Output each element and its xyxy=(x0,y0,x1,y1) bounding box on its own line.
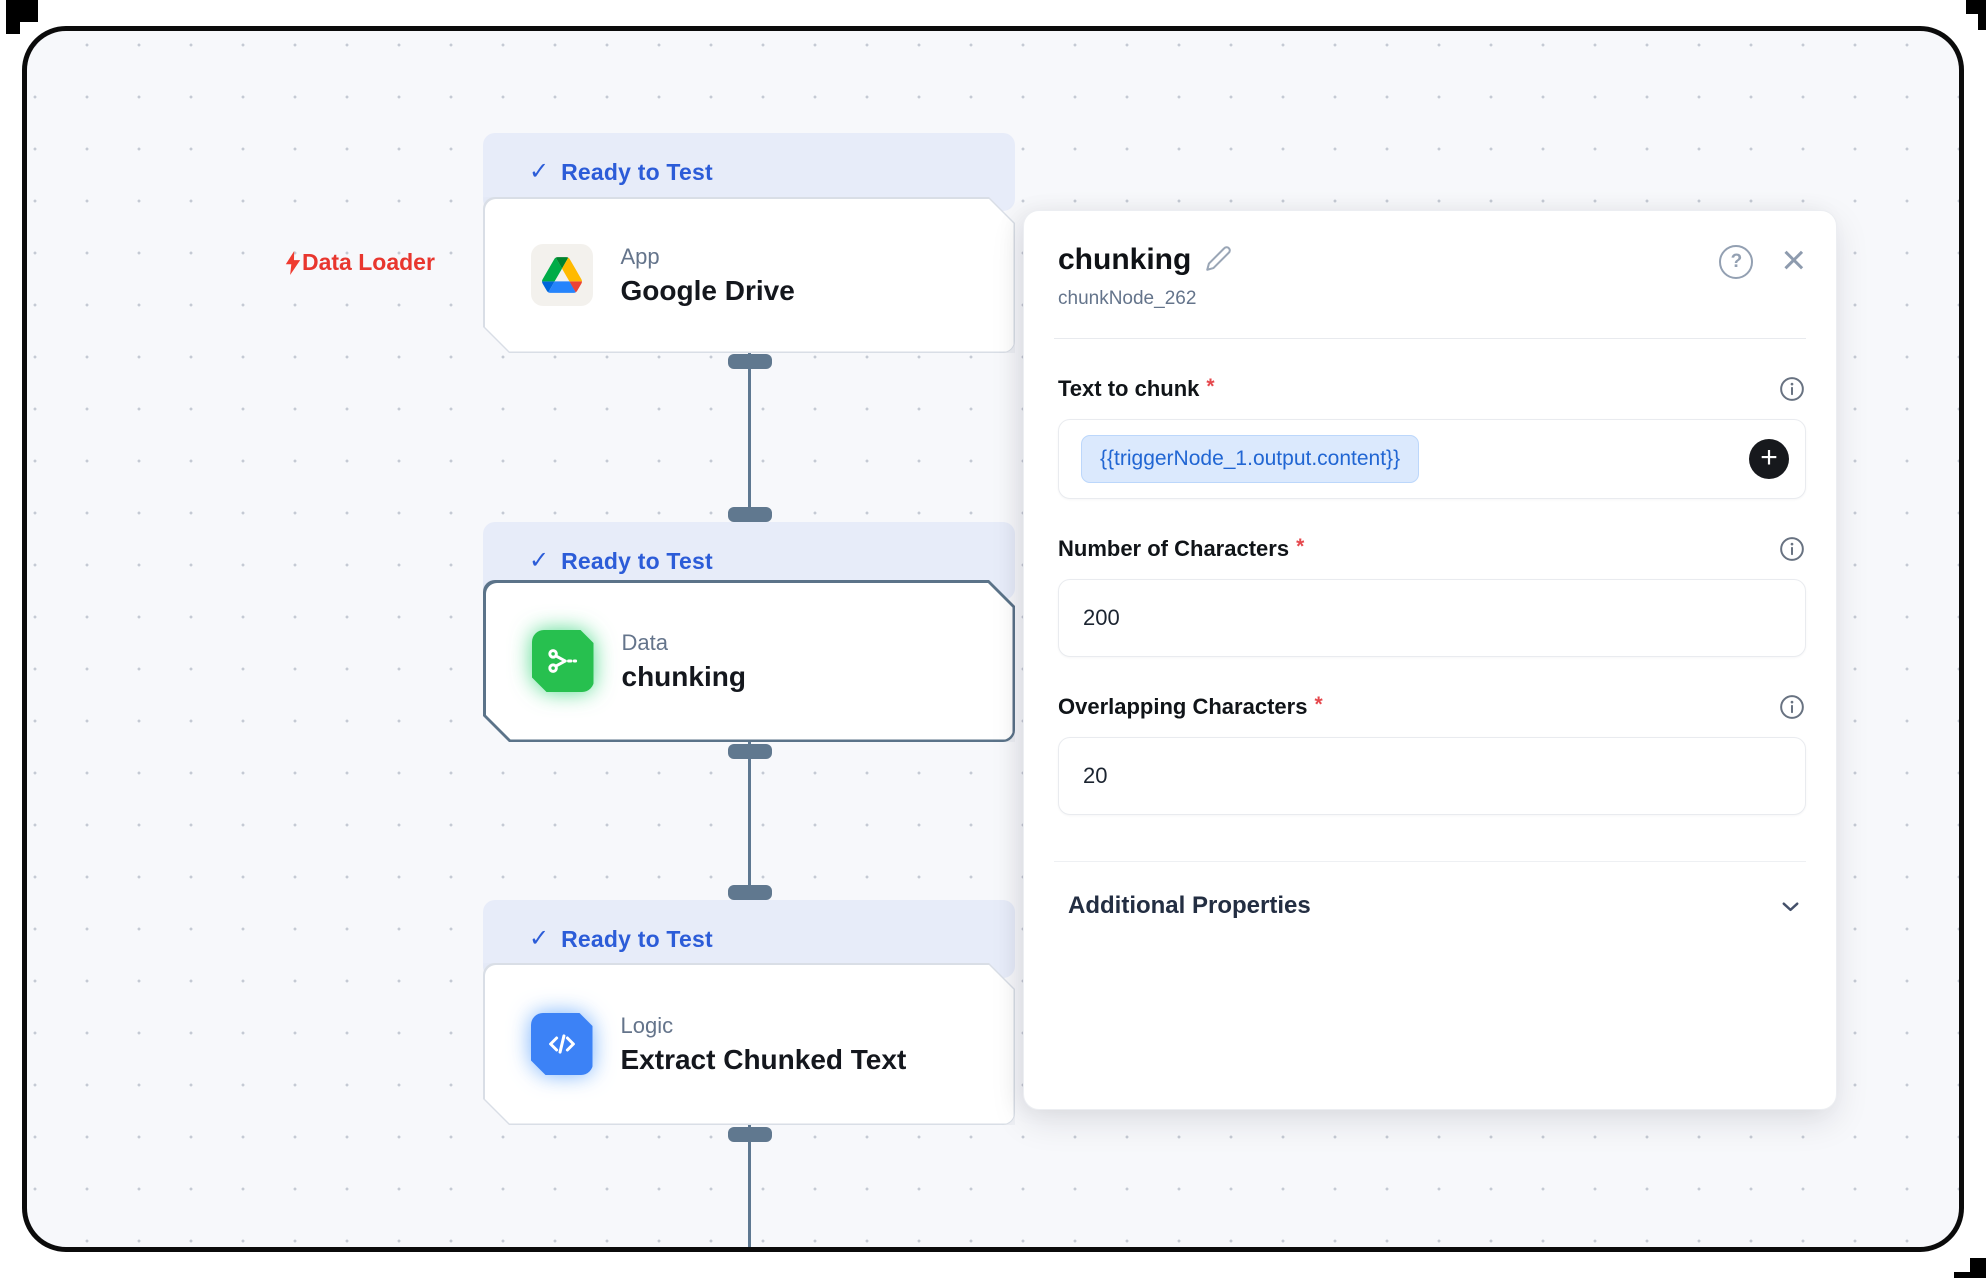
node-card-extract-chunked-text[interactable]: Logic Extract Chunked Text xyxy=(483,963,1015,1125)
node-title: Google Drive xyxy=(620,274,795,306)
connector-target-handle[interactable] xyxy=(728,885,772,900)
panel-title: chunking xyxy=(1058,243,1192,276)
connector-edge xyxy=(748,1125,751,1247)
info-icon[interactable] xyxy=(1778,375,1806,403)
check-icon: ✓ xyxy=(529,547,550,574)
close-icon[interactable]: × xyxy=(1781,236,1806,283)
overlapping-characters-input[interactable] xyxy=(1058,737,1806,815)
help-icon[interactable]: ? xyxy=(1719,245,1754,279)
flow-canvas[interactable]: Data Loader ✓ Ready to Test xyxy=(22,26,1964,1252)
field-label-text-to-chunk: Text to chunk xyxy=(1058,376,1200,401)
google-drive-icon xyxy=(531,244,593,306)
field-label-number-of-characters: Number of Characters xyxy=(1058,536,1290,561)
node-title: chunking xyxy=(621,660,746,692)
group-label-data-loader: Data Loader xyxy=(285,249,435,276)
divider xyxy=(1054,861,1806,862)
connector-edge xyxy=(748,742,751,900)
edit-icon[interactable] xyxy=(1205,245,1232,272)
node-card-google-drive[interactable]: App Google Drive xyxy=(483,197,1015,353)
node-category: Data xyxy=(621,629,668,655)
corner-mark xyxy=(1978,0,1986,30)
required-marker: * xyxy=(1206,375,1215,398)
additional-properties-label: Additional Properties xyxy=(1068,892,1311,919)
status-badge-label: Ready to Test xyxy=(561,547,713,574)
connector-source-handle[interactable] xyxy=(728,744,772,759)
check-icon: ✓ xyxy=(529,925,550,952)
text-to-chunk-input[interactable]: {{triggerNode_1.output.content}} + xyxy=(1058,419,1806,499)
connector-source-handle[interactable] xyxy=(728,354,772,369)
additional-properties-toggle[interactable]: Additional Properties xyxy=(1058,862,1806,920)
node-category: App xyxy=(620,243,660,269)
corner-mark xyxy=(1954,1272,1986,1278)
node-title: Extract Chunked Text xyxy=(620,1043,907,1075)
connector-source-handle[interactable] xyxy=(728,1127,772,1142)
node-config-panel: chunking ? × chunkNode_262 Text to chunk… xyxy=(1023,210,1837,1110)
check-icon: ✓ xyxy=(529,158,550,185)
code-icon xyxy=(531,1013,593,1075)
corner-mark xyxy=(6,0,20,34)
field-label-overlapping-characters: Overlapping Characters xyxy=(1058,694,1308,719)
add-variable-button[interactable]: + xyxy=(1749,439,1789,479)
lightning-icon xyxy=(285,250,301,275)
panel-node-id: chunkNode_262 xyxy=(1058,288,1197,309)
variable-chip[interactable]: {{triggerNode_1.output.content}} xyxy=(1081,435,1420,483)
divider xyxy=(1054,338,1806,339)
connector-target-handle[interactable] xyxy=(728,507,772,522)
required-marker: * xyxy=(1296,535,1305,558)
required-marker: * xyxy=(1314,693,1323,716)
info-icon[interactable] xyxy=(1778,693,1806,721)
node-card-chunking[interactable]: Data chunking xyxy=(483,580,1015,742)
chevron-down-icon xyxy=(1782,901,1799,911)
status-badge-label: Ready to Test xyxy=(561,925,713,952)
status-badge-label: Ready to Test xyxy=(561,158,713,185)
info-icon[interactable] xyxy=(1778,535,1806,563)
group-label-text: Data Loader xyxy=(302,249,435,275)
connector-edge xyxy=(748,353,751,522)
number-of-characters-input[interactable] xyxy=(1058,579,1806,657)
scissors-icon xyxy=(532,630,594,692)
node-category: Logic xyxy=(620,1012,674,1038)
